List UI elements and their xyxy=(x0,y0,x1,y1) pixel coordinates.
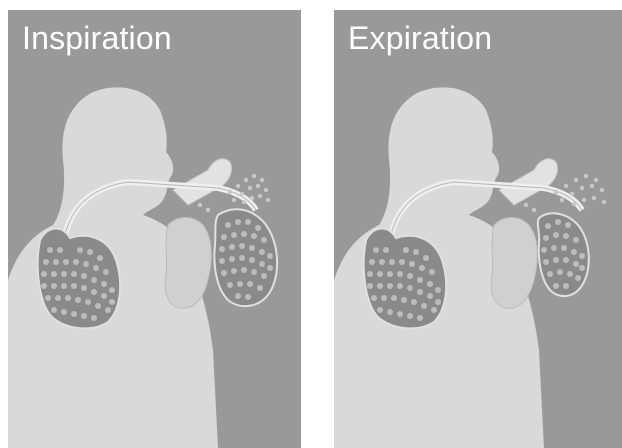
expiration-panel: Expiration xyxy=(334,10,622,448)
panel-title-inspiration: Inspiration xyxy=(22,20,172,57)
hand xyxy=(491,218,537,309)
panel-title-expiration: Expiration xyxy=(348,20,492,57)
inhaler-device xyxy=(499,159,558,205)
inspiration-illustration xyxy=(8,10,301,448)
inspiration-panel: Inspiration xyxy=(8,10,301,448)
inhaler-device xyxy=(173,159,232,205)
expiration-illustration xyxy=(334,10,622,448)
hand xyxy=(165,218,211,309)
